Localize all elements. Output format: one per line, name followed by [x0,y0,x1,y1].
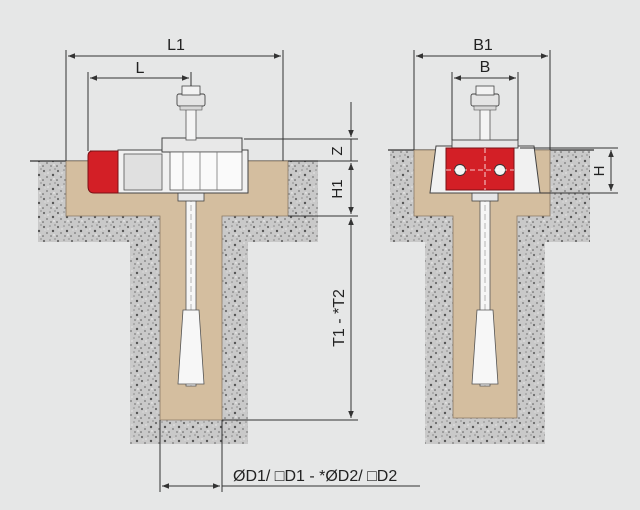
left-top-plate [161,137,243,153]
label-Z: Z [329,146,346,155]
left-clamp-block [123,153,163,191]
left-concrete-fill [65,160,289,421]
left-lower-nut [177,192,205,202]
right-lower-nut [471,192,499,202]
label-L1: L1 [167,37,185,54]
label-H: H [591,166,608,177]
label-L: L [136,60,145,77]
left-red-clamp [87,150,119,194]
right-expansion-cone [471,309,499,385]
right-figure: B1 B H [388,37,618,444]
label-B: B [480,59,491,76]
label-D-formula: ØD1/ □D1 - *ØD2/ □D2 [233,468,397,485]
label-T1-T2: T1 - *T2 [331,289,348,347]
left-expansion-cone [177,309,205,385]
left-top-nut [176,93,206,107]
left-figure: L1 L Z H1 T1 - *T2 ØD1/ □D1 - *ØD2/ □D2 [30,37,420,492]
label-B1: B1 [473,37,493,54]
label-H1: H1 [329,179,346,198]
right-top-nut [470,93,500,107]
